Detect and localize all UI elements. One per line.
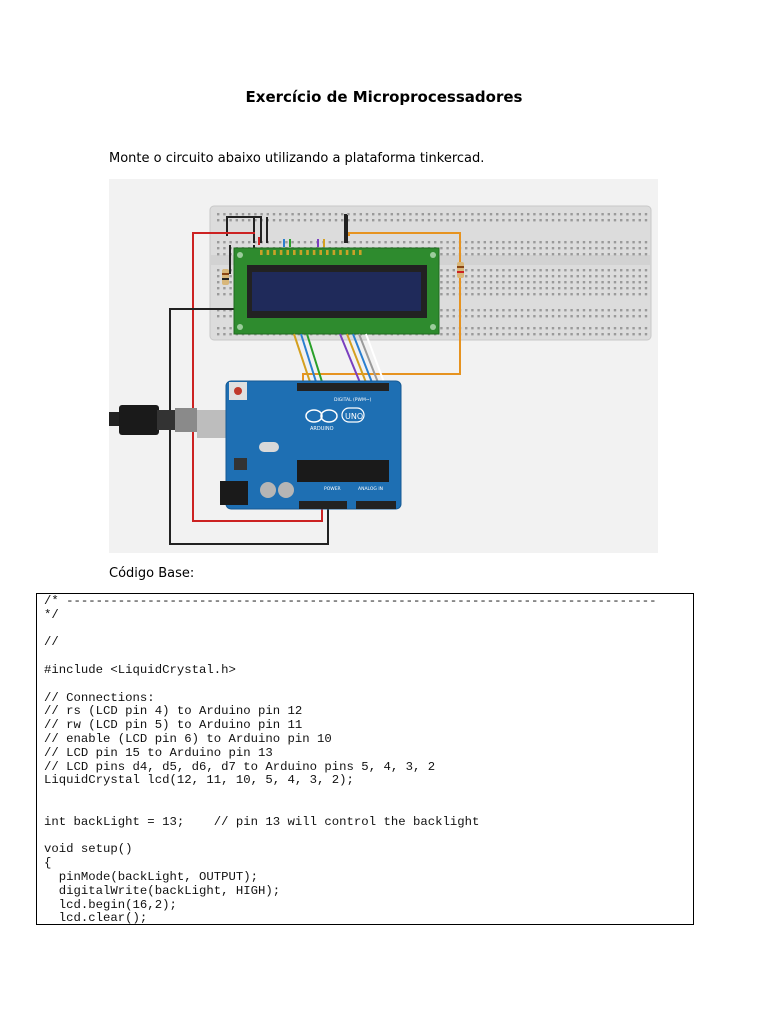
- code-line: // LCD pin 15 to Arduino pin 13: [44, 745, 273, 760]
- code-line: void setup(): [44, 842, 133, 857]
- code-line: // LCD pins d4, d5, d6, d7 to Arduino pi…: [44, 759, 436, 774]
- signal-wires: [283, 239, 386, 386]
- code-line: */: [44, 607, 59, 622]
- code-line: int backLight = 13; // pin 13 will contr…: [44, 814, 480, 829]
- code-line: /* -------------------------------------…: [44, 594, 657, 608]
- lcd-module: [233, 247, 440, 335]
- code-line: // rw (LCD pin 5) to Arduino pin 11: [44, 718, 303, 733]
- code-line: LiquidCrystal lcd(12, 11, 10, 5, 4, 3, 2…: [44, 773, 354, 788]
- code-line: // rs (LCD pin 4) to Arduino pin 12: [44, 704, 303, 719]
- resistor-left: [222, 269, 229, 285]
- code-line: pinMode(backLight, OUTPUT);: [44, 870, 259, 884]
- board-model: UNO: [345, 412, 363, 421]
- code-line: #include <LiquidCrystal.h>: [44, 663, 236, 677]
- document-title: Exercício de Microprocessadores: [245, 88, 523, 106]
- resistor-right: [457, 262, 464, 278]
- arduino-logo-icon: [305, 409, 338, 423]
- board-name: ARDUINO: [310, 426, 334, 432]
- instruction-text: Monte o circuito abaixo utilizando a pla…: [109, 151, 485, 166]
- digital-header-label: DIGITAL (PWM~): [334, 397, 372, 403]
- arduino-board: DIGITAL (PWM~) ARDUINO UNO POWER ANALOG …: [220, 380, 402, 510]
- code-line: lcd.begin(16,2);: [44, 897, 177, 912]
- code-line: // enable (LCD pin 6) to Arduino pin 10: [44, 732, 332, 746]
- code-line: digitalWrite(backLight, HIGH);: [44, 883, 281, 898]
- code-line: //: [44, 635, 59, 650]
- code-line: {: [44, 856, 52, 871]
- code-block: /* -------------------------------------…: [36, 593, 694, 925]
- circuit-figure: DIGITAL (PWM~) ARDUINO UNO POWER ANALOG …: [109, 179, 658, 553]
- analog-label: ANALOG IN: [358, 486, 383, 492]
- code-label: Código Base:: [109, 566, 195, 581]
- power-label: POWER: [324, 486, 341, 492]
- code-line: lcd.clear();: [44, 911, 148, 925]
- code-line: // Connections:: [44, 690, 155, 705]
